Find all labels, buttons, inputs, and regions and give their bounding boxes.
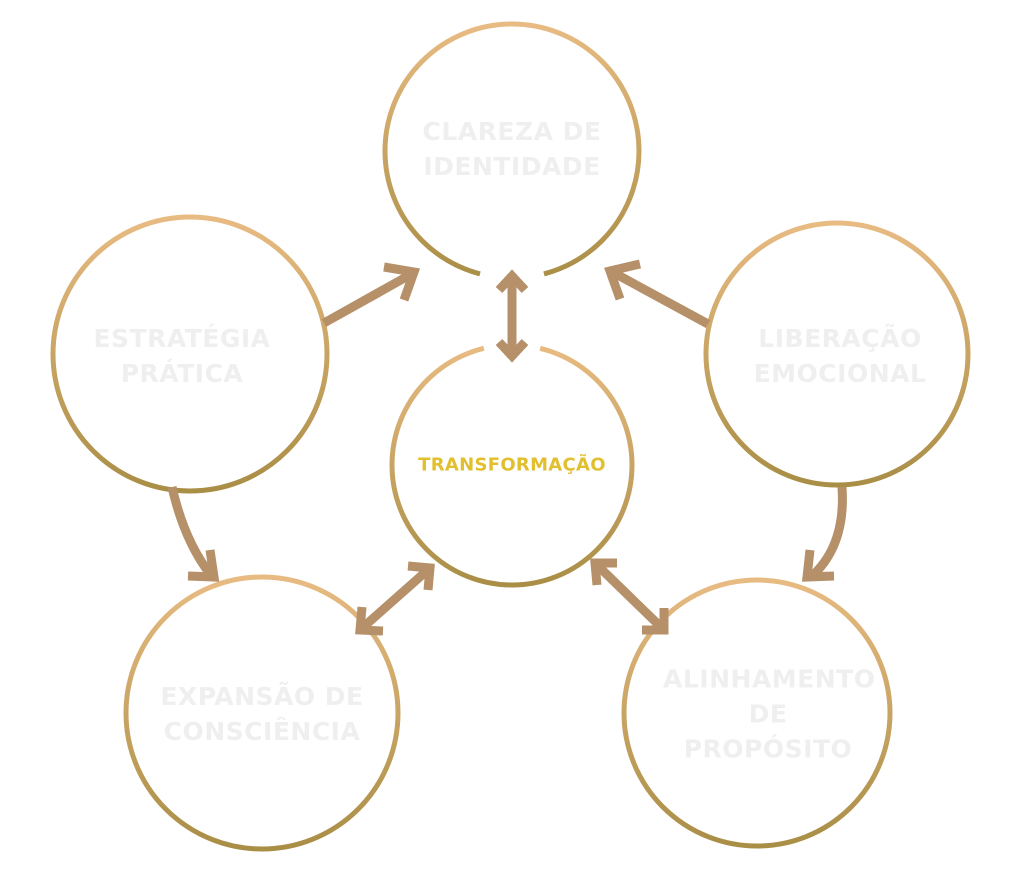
- arrow-clareza-transformacao-head-top: [495, 269, 529, 294]
- arrow-transformacao-alinhamento-head-bottom: [642, 608, 669, 635]
- ring-estrategia: [50, 214, 330, 494]
- arrows: [167, 259, 847, 636]
- node-label-alinhamento: ALINHAMENTO DE PROPÓSITO: [663, 664, 876, 764]
- arrow-transformacao-expansao-shaft: [357, 564, 433, 634]
- arrow-estrategia-expansao-shaft: [167, 486, 214, 577]
- arrow-clareza-transformacao-head-bottom: [495, 338, 529, 363]
- node-label-clareza: CLAREZA DE IDENTIDADE: [422, 117, 602, 181]
- arrow-transformacao-alinhamento-head-top: [590, 558, 617, 586]
- center-label-transformacao: TRANSFORMAÇÃO: [418, 454, 606, 476]
- arrow-liberacao-clareza-shaft: [613, 270, 711, 328]
- node-label-liberacao: LIBERAÇÃO EMOCIONAL: [753, 324, 927, 388]
- arrow-estrategia-clareza-shaft: [321, 272, 411, 327]
- arrow-liberacao-alinhamento-shaft: [808, 486, 847, 580]
- arrow-transformacao-expansao-head-bottom: [355, 606, 384, 636]
- arrow-transformacao-alinhamento-shaft: [591, 559, 668, 634]
- arrow-liberacao-clareza-head: [604, 259, 642, 301]
- node-label-estrategia: ESTRATÉGIA PRÁTICA: [93, 324, 271, 388]
- arrow-transformacao-expansao-head-top: [407, 561, 435, 591]
- arrow-estrategia-clareza-head: [383, 262, 421, 302]
- node-label-expansao: EXPANSÃO DE CONSCIÊNCIA: [160, 682, 364, 746]
- arrow-estrategia-expansao-head: [187, 549, 220, 582]
- ring-expansao: [123, 574, 401, 852]
- ring-liberacao: [703, 220, 971, 488]
- ring-alinhamento: [621, 577, 893, 849]
- arrow-liberacao-alinhamento-head: [801, 549, 835, 582]
